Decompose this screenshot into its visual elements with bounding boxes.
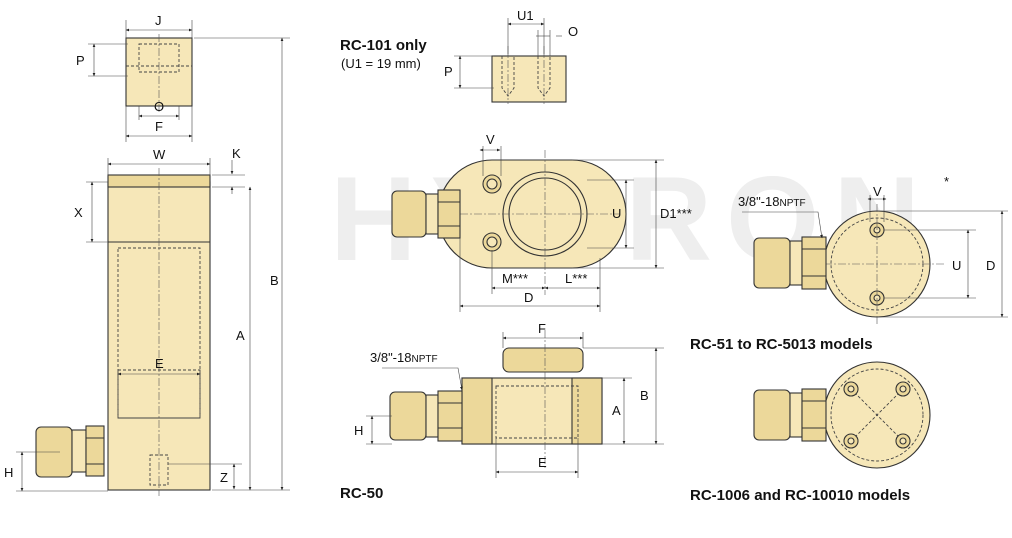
main-cylinder-dimensions: J P O F W K X B A E H Z <box>4 13 290 492</box>
rc101-title: RC-101 only <box>340 37 427 54</box>
dim-label-Z: Z <box>220 470 228 485</box>
rc1006-top-view: RC-1006 and RC-10010 models <box>690 361 931 504</box>
rc50-plunger-side <box>502 347 584 373</box>
dim-label-D1: D1*** <box>660 206 692 221</box>
dim-label-O: O <box>154 99 164 114</box>
dim-label-U1: U1 <box>517 8 534 23</box>
dim-label-H-rc50: H <box>354 423 363 438</box>
dim-label-O-rc101: O <box>568 24 578 39</box>
dim-label-V-rc51: V <box>873 184 882 199</box>
dim-label-P-rc101: P <box>444 64 453 79</box>
dim-label-D-rc50: D <box>524 290 533 305</box>
rc50-top-view: V U D1*** M*** L*** D <box>391 132 692 312</box>
rc101-top-detail: RC-101 only (U1 = 19 mm) U1 O P <box>340 8 578 104</box>
main-cylinder-side-view <box>35 34 211 496</box>
footnote-mark: * <box>944 174 949 189</box>
dim-label-P: P <box>76 53 85 68</box>
dim-label-X: X <box>74 205 83 220</box>
dim-label-A: A <box>236 328 245 343</box>
thread-label-rc51: 3/8"-18NPTF <box>738 194 806 209</box>
dim-label-H: H <box>4 465 13 480</box>
rc101-note: (U1 = 19 mm) <box>341 56 421 71</box>
dim-label-V-rc50: V <box>486 132 495 147</box>
dim-label-E-rc50: E <box>538 455 547 470</box>
dim-label-D-rc51: D <box>986 258 995 273</box>
rc51-top-view: 3/8"-18NPTF V U D * RC-51 to RC-5013 mod… <box>690 174 1008 353</box>
dim-label-J: J <box>155 13 162 28</box>
caption-rc50: RC-50 <box>340 485 383 502</box>
rc101-plunger-top <box>491 55 567 103</box>
dim-label-U-rc51: U <box>952 258 961 273</box>
dim-label-U-rc50: U <box>612 206 621 221</box>
dim-label-L: L*** <box>565 271 587 286</box>
dim-label-A-rc50: A <box>612 403 621 418</box>
caption-rc1006: RC-1006 and RC-10010 models <box>690 487 910 504</box>
dim-label-B: B <box>270 273 279 288</box>
dim-label-E: E <box>155 356 164 371</box>
caption-rc51: RC-51 to RC-5013 models <box>690 336 873 353</box>
thread-label-rc50-side: 3/8"-18NPTF <box>370 350 438 365</box>
rc50-side-view: 3/8"-18NPTF F A B E H RC-50 <box>340 321 664 502</box>
dim-label-K: K <box>232 146 241 161</box>
dim-label-W: W <box>153 147 166 162</box>
dim-label-F: F <box>155 119 163 134</box>
dim-label-F-rc50: F <box>538 321 546 336</box>
dim-label-B-rc50: B <box>640 388 649 403</box>
dim-label-M: M*** <box>502 271 528 286</box>
